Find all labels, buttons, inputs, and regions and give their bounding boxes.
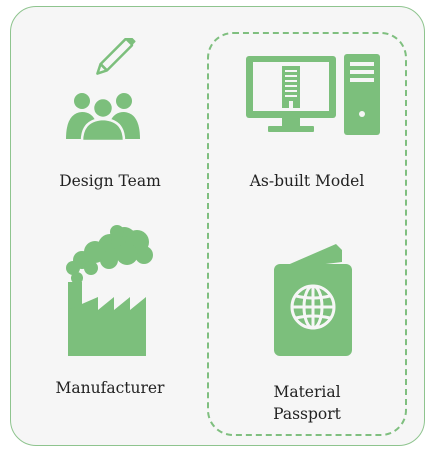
as-built-group-outline	[207, 32, 407, 436]
design-team-icon	[66, 38, 140, 142]
manufacturer-label: Manufacturer	[55, 379, 165, 397]
computer-building-icon	[246, 54, 380, 135]
as-built-model-label: As-built Model	[249, 172, 365, 190]
passport-globe-icon	[274, 244, 352, 356]
factory-smoke-icon	[66, 225, 153, 356]
design-team-label: Design Team	[59, 172, 161, 190]
material-passport-label-line2: Passport	[273, 405, 341, 423]
material-passport-label-line1: Material	[273, 383, 341, 401]
